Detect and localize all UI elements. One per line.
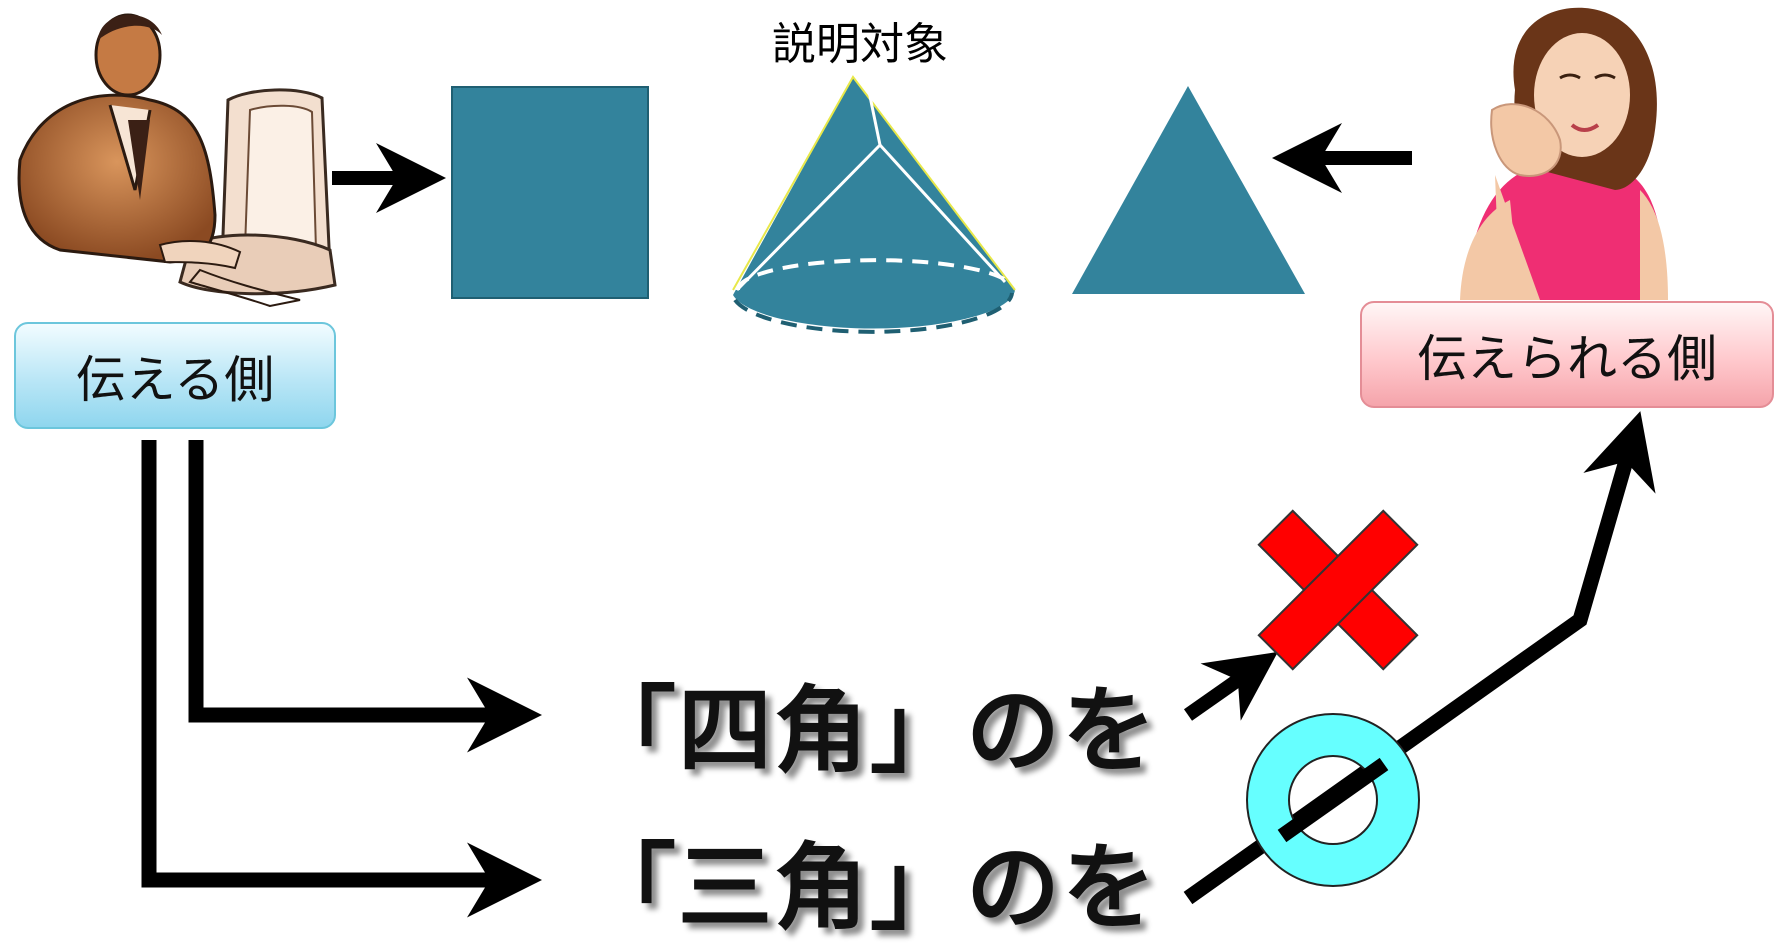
receiver-label: 伝えられる側 [1360, 301, 1774, 408]
object-title: 説明対象 [772, 19, 948, 70]
triangle-shape [1072, 86, 1305, 294]
triangle-flow-arrow [141, 440, 542, 918]
correct-arrow-over-circle [1277, 757, 1389, 843]
phrase-square: 「四角」のを [582, 677, 1159, 786]
sender-label: 伝える側 [14, 322, 336, 429]
circle-mark-outer-edge [1246, 713, 1420, 887]
circle-mark-icon [1247, 714, 1419, 886]
square-flow-arrow [188, 440, 542, 753]
circle-mark-inner-edge [1288, 755, 1378, 845]
cross-mark-icon [1257, 509, 1419, 671]
phrase-triangle: 「三角」のを [582, 834, 1159, 943]
square-to-cross-arrow [1183, 651, 1278, 721]
square-shape [451, 86, 649, 299]
sender-illustration-icon [17, 13, 337, 308]
cone-shape [732, 75, 1016, 334]
receiver-illustration-icon [1460, 7, 1668, 300]
